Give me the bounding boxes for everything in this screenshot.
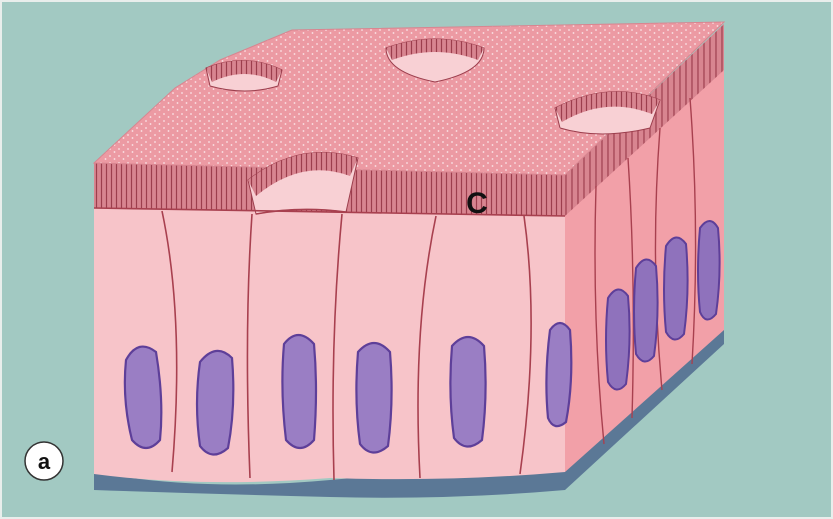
nucleus xyxy=(606,289,630,389)
nucleus xyxy=(282,335,316,448)
nucleus xyxy=(546,323,571,426)
nucleus xyxy=(634,259,658,361)
structure-label: C xyxy=(466,187,488,220)
panel-label: a xyxy=(38,449,51,474)
nucleus xyxy=(664,237,688,339)
cell-front-face xyxy=(94,195,565,482)
nucleus xyxy=(197,351,233,455)
panel-label-badge: a xyxy=(25,442,63,480)
nucleus xyxy=(125,347,161,448)
nucleus xyxy=(450,337,485,447)
nucleus xyxy=(356,343,391,453)
nucleus xyxy=(698,221,720,320)
